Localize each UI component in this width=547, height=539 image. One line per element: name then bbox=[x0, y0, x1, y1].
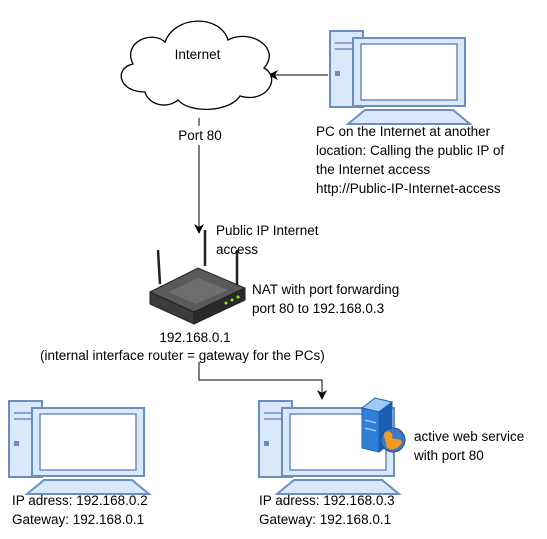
remote-pc-caption: PC on the Internet at another location: … bbox=[316, 124, 505, 196]
pc-left-ip: IP adress: 192.168.0.2 bbox=[12, 493, 148, 508]
port-80-label: Port 80 bbox=[170, 126, 230, 145]
internet-label: Internet bbox=[174, 47, 221, 62]
web-service-label: active web service with port 80 bbox=[414, 429, 525, 463]
pc-right-ip: IP adress: 192.168.0.3 bbox=[259, 493, 395, 508]
router-icon bbox=[148, 230, 247, 325]
router-internal-ip: 192.168.0.1 bbox=[159, 330, 231, 345]
public-ip-label: Public IP Internet access bbox=[216, 223, 319, 257]
pc-right-gateway: Gateway: 192.168.0.1 bbox=[259, 512, 392, 527]
router-to-webserver-arrow bbox=[198, 362, 327, 400]
globe-icon bbox=[380, 427, 406, 453]
pc-left-gateway: Gateway: 192.168.0.1 bbox=[12, 512, 145, 527]
router-internal-note: (internal interface router = gateway for… bbox=[40, 348, 325, 363]
internet-cloud-icon bbox=[120, 20, 273, 111]
nat-label: NAT with port forwarding port 80 to 192.… bbox=[252, 282, 400, 316]
pc-left-icon bbox=[8, 400, 150, 495]
remote-pc-icon bbox=[329, 30, 471, 125]
